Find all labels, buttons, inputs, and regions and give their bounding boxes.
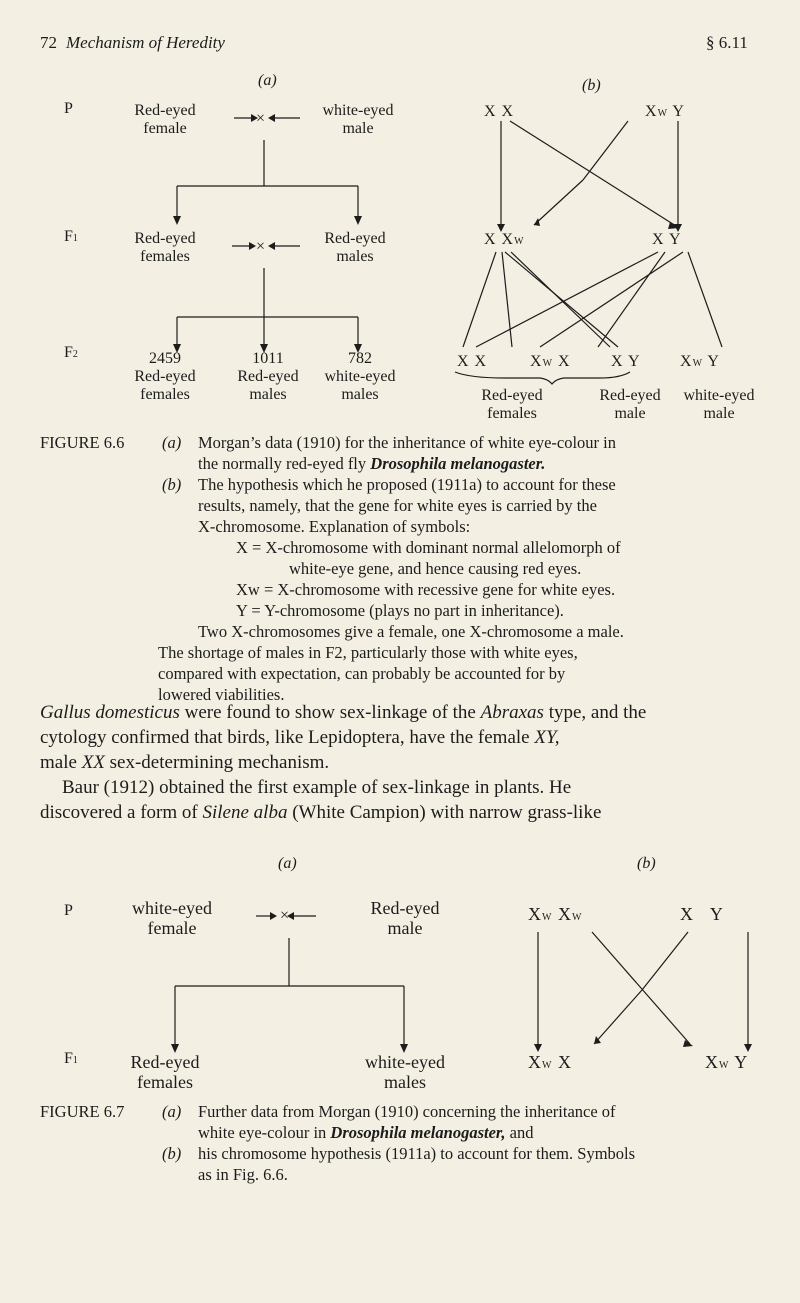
caption-b-line-10: compared with expectation, can probably …: [158, 664, 566, 683]
panel-a-label: (a): [258, 72, 277, 89]
caption-a-line-1: Morgan’s data (1910) for the inheritance…: [198, 433, 617, 452]
generation-f2-label: F2: [64, 344, 78, 361]
chromosomes-f1-female: X XW: [484, 231, 525, 248]
caption-mark-b: (b): [162, 475, 182, 494]
chromosomes-p-female: X X: [484, 103, 515, 120]
caption-a-line-1: Further data from Morgan (1910) concerni…: [198, 1102, 616, 1121]
caption-mark-b: (b): [162, 1144, 182, 1163]
cross-symbol-f1: ×: [256, 238, 266, 255]
body-paragraph-2: Baur (1912) obtained the first example o…: [40, 777, 602, 823]
figure-6-6-caption: FIGURE 6.6 (a) Morgan’s data (1910) for …: [40, 432, 770, 704]
chromosomes-p-male: XW Y: [645, 103, 685, 120]
caption-mark-a: (a): [162, 433, 182, 452]
figure-6-7-caption: FIGURE 6.7 (a) Further data from Morgan …: [40, 1101, 770, 1191]
generation-f1-label: F1: [64, 1050, 78, 1067]
caption-b-line-2: as in Fig. 6.6.: [198, 1165, 288, 1184]
chromosomes-f1-male: XW Y: [705, 1052, 749, 1072]
page-number: 72: [40, 33, 57, 52]
chromosomes-f1-male: X Y: [652, 231, 682, 248]
panel-b-label: (b): [582, 77, 601, 94]
caption-label: FIGURE 6.6: [40, 433, 125, 452]
caption-b-line-6: Xw = X-chromosome with recessive gene fo…: [236, 580, 616, 599]
generation-p-label: P: [64, 902, 73, 919]
chromosomes-p-female: XW XW: [528, 904, 583, 924]
chromosomes-f1-female: XW X: [528, 1052, 572, 1072]
cross-symbol: ×: [256, 110, 266, 127]
chromosomes-f2-4: XW Y: [680, 353, 720, 370]
generation-p-label: P: [64, 100, 73, 117]
caption-b-line-1: his chromosome hypothesis (1911a) to acc…: [198, 1144, 636, 1163]
chromosomes-f2-3: X Y: [611, 353, 641, 370]
caption-b-line-1: The hypothesis which he proposed (1911a)…: [198, 475, 616, 494]
caption-b-line-7: Y = Y-chromosome (plays no part in inher…: [236, 601, 564, 620]
chromosomes-p-male: X Y: [680, 904, 724, 924]
cross-symbol: ×: [280, 907, 290, 924]
caption-a-line-2: the normally red-eyed fly Drosophila mel…: [198, 454, 546, 473]
caption-b-line-9: The shortage of males in F2, particularl…: [158, 643, 578, 662]
generation-f1-label: F1: [64, 228, 78, 245]
panel-b-label: (b): [637, 855, 656, 872]
chromosomes-f2-1: X X: [457, 353, 488, 370]
panel-a-label: (a): [278, 855, 297, 872]
caption-b-line-5: white-eye gene, and hence causing red ey…: [289, 559, 582, 578]
body-paragraph-1: Gallus domesticus were found to show sex…: [40, 702, 647, 773]
section-number: § 6.11: [706, 33, 748, 52]
caption-b-line-8: Two X-chromosomes give a female, one X-c…: [198, 622, 624, 641]
caption-label: FIGURE 6.7: [40, 1102, 125, 1121]
caption-b-line-11: lowered viabilities.: [158, 685, 285, 704]
caption-mark-a: (a): [162, 1102, 182, 1121]
caption-b-line-4: X = X-chromosome with dominant normal al…: [236, 538, 621, 557]
chromosomes-f2-2: XW X: [530, 353, 571, 370]
caption-b-line-3: X-chromosome. Explanation of symbols:: [198, 517, 471, 536]
caption-a-line-2: white eye-colour in Drosophila melanogas…: [198, 1123, 534, 1142]
running-title: Mechanism of Heredity: [66, 33, 225, 52]
caption-b-line-2: results, namely, that the gene for white…: [198, 496, 597, 515]
